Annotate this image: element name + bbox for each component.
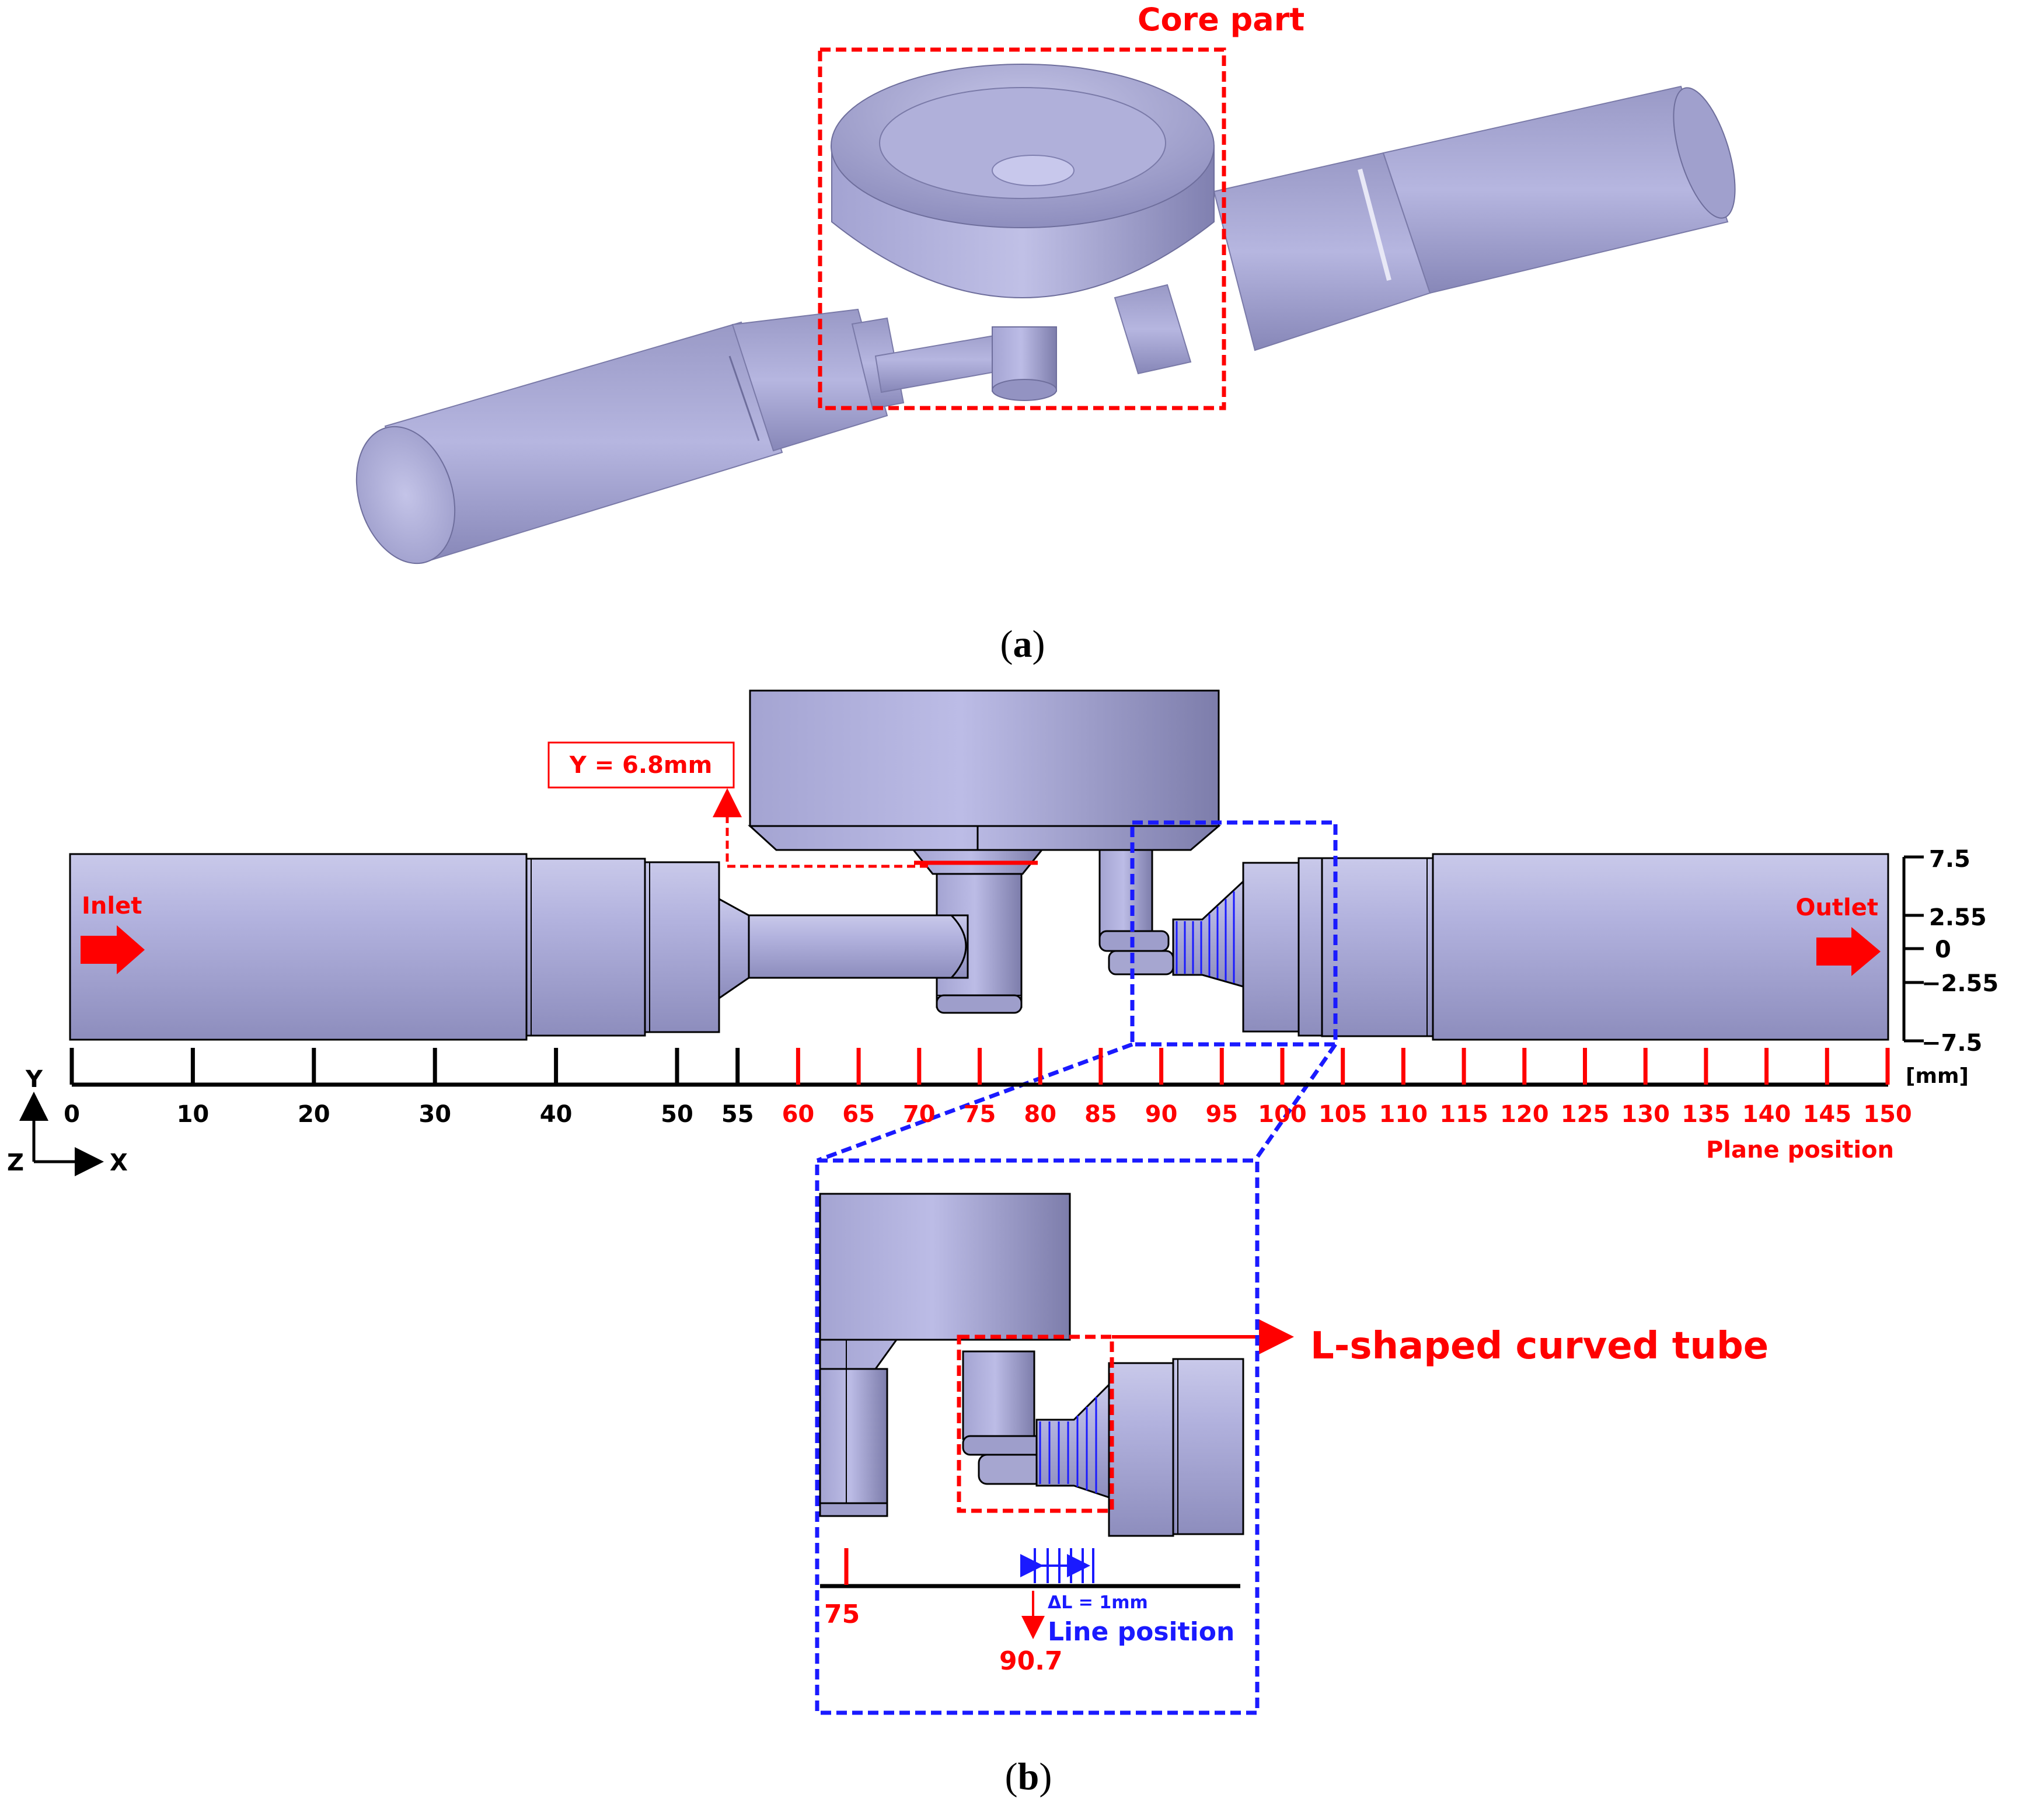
y-plane-label-box xyxy=(547,741,735,789)
left-thin-pipe-3d xyxy=(874,326,1057,401)
x-tick-label-150: 150 xyxy=(1863,1101,1912,1128)
x-tick-label-30: 30 xyxy=(418,1101,451,1128)
x-tick-label-50: 50 xyxy=(661,1101,693,1128)
axis-z-label: Z xyxy=(7,1149,24,1176)
caption-b: (b) xyxy=(1005,1755,1052,1798)
zoom-inset xyxy=(819,1193,1244,1588)
y-tick-neg-2-55: −2.55 xyxy=(1921,970,1998,997)
inlet-label: Inlet xyxy=(82,893,142,919)
y-tick-7-5: 7.5 xyxy=(1929,846,1970,873)
x-tick-label-95: 95 xyxy=(1205,1101,1238,1128)
axis-triad xyxy=(19,1092,104,1176)
panel-a-3d-model xyxy=(355,47,1736,565)
x-tick-label-120: 120 xyxy=(1500,1101,1549,1128)
axis-y-label: Y xyxy=(25,1066,43,1093)
x-tick-label-80: 80 xyxy=(1024,1101,1056,1128)
x-tick-label-145: 145 xyxy=(1803,1101,1852,1128)
x-tick-label-140: 140 xyxy=(1742,1101,1791,1128)
y-plane-label: Y = 6.8mm xyxy=(569,752,713,779)
x-tick-label-85: 85 xyxy=(1084,1101,1117,1128)
axis-x-label: X xyxy=(110,1149,128,1176)
x-tick-label-110: 110 xyxy=(1379,1101,1428,1128)
x-tick-label-90: 90 xyxy=(1145,1101,1178,1128)
inlet-arrow-icon xyxy=(81,925,145,974)
plane-position-label: Plane position xyxy=(1706,1137,1894,1163)
x-tick-label-0: 0 xyxy=(64,1101,80,1128)
x-tick-label-65: 65 xyxy=(842,1101,875,1128)
x-tick-label-40: 40 xyxy=(540,1101,573,1128)
zoom-inset-frame xyxy=(815,1158,1260,1715)
inlet-main-cylinder xyxy=(69,853,528,1041)
caption-a: (a) xyxy=(1000,623,1045,665)
y-tick-2-55: 2.55 xyxy=(1929,904,1987,931)
outlet-label: Outlet xyxy=(1795,894,1878,921)
x-tick-label-70: 70 xyxy=(903,1101,936,1128)
y-tick-0: 0 xyxy=(1935,936,1951,963)
delta-l-label: ΔL = 1mm xyxy=(1048,1593,1148,1613)
x-tick-label-125: 125 xyxy=(1561,1101,1610,1128)
x-tick-label-135: 135 xyxy=(1682,1101,1731,1128)
l-shaped-tube-label: L-shaped curved tube xyxy=(1310,1325,1769,1368)
outlet-main-cylinder xyxy=(1432,853,1889,1041)
unit-label: [mm] xyxy=(1906,1064,1969,1088)
x-tick-label-20: 20 xyxy=(298,1101,330,1128)
zoom-source-box xyxy=(1130,820,1338,1047)
line-position-label: Line position xyxy=(1048,1617,1234,1647)
x-tick-label-130: 130 xyxy=(1621,1101,1670,1128)
x-tick-label-105: 105 xyxy=(1319,1101,1368,1128)
value-90-7: 90.7 xyxy=(999,1646,1063,1676)
x-ruler: 0 10 20 30 40 50 55 60 65 70 75 80 85 90 95 100 105 110 11… xyxy=(64,1048,1912,1128)
y-scale xyxy=(1902,855,1924,1043)
panel-b-side-view xyxy=(69,689,1889,1163)
right-outlet-cylinder-3d xyxy=(1114,85,1736,375)
line-position-stripes xyxy=(1176,891,1235,983)
x-tick-label-115: 115 xyxy=(1439,1101,1488,1128)
outlet-arrow-icon xyxy=(1816,927,1881,976)
inset-tick-75: 75 xyxy=(824,1600,860,1629)
l-shaped-tube-box xyxy=(957,1334,1114,1513)
left-inlet-cylinder-3d xyxy=(355,308,905,565)
x-tick-label-55: 55 xyxy=(721,1101,754,1128)
x-tick-label-100: 100 xyxy=(1258,1101,1307,1128)
top-block xyxy=(749,689,1220,827)
y-tick-neg-7-5: −7.5 xyxy=(1921,1030,1982,1057)
core-bowl-3d xyxy=(831,64,1215,298)
x-tick-label-10: 10 xyxy=(177,1101,210,1128)
y-plane-pointer xyxy=(713,788,928,868)
core-part-label: Core part xyxy=(1138,1,1304,38)
x-tick-label-60: 60 xyxy=(782,1101,815,1128)
core-part-dashed-box xyxy=(818,47,1226,410)
x-tick-label-75: 75 xyxy=(964,1101,996,1128)
